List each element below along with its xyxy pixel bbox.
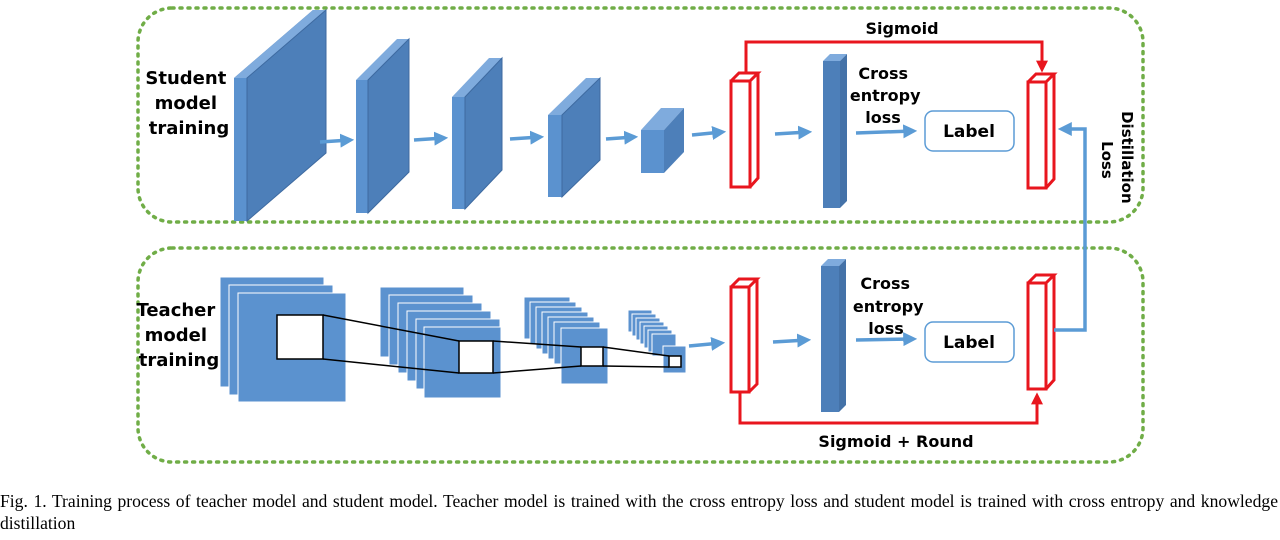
student-output-vector — [729, 71, 762, 189]
teacher-label-text: Label — [943, 333, 995, 353]
teacher-rounded-vector — [1026, 273, 1058, 391]
student-label-text: Label — [943, 122, 995, 142]
teacher-label-box — [924, 321, 1015, 363]
student-sigmoid-label: Sigmoid — [865, 19, 938, 38]
teacher-sigmoid-round-path — [738, 392, 1043, 425]
teacher-fc-vector — [821, 259, 846, 412]
teacher-cross-entropy-label: Cross entropy loss — [853, 274, 929, 338]
student-distilled-vector — [1026, 72, 1058, 190]
teacher-conv-layers — [219, 276, 687, 403]
teacher-flow-arrows — [688, 332, 918, 351]
figure-caption: Fig. 1. Training process of teacher mode… — [0, 491, 1278, 533]
student-layer-5 — [641, 108, 684, 173]
student-label-box — [924, 110, 1015, 152]
teacher-layer-3 — [523, 296, 609, 385]
student-group-border — [136, 6, 1145, 224]
student-flow-arrows — [319, 124, 918, 148]
student-cross-entropy-label: Cross entropy loss — [850, 64, 926, 127]
teacher-group-label: Teacher model training — [136, 300, 221, 371]
teacher-group-border — [136, 246, 1145, 464]
student-conv-layers — [234, 8, 684, 223]
student-layer-1 — [234, 8, 327, 223]
teacher-sigmoid-round-label: Sigmoid + Round — [818, 432, 973, 451]
student-layer-2 — [356, 37, 410, 215]
training-diagram: Student model training Teacher model tra… — [136, 6, 1145, 464]
teacher-receptive-fields — [276, 314, 682, 374]
student-sigmoid-path — [744, 40, 1048, 73]
student-layer-3 — [452, 56, 503, 211]
teacher-output-vector — [729, 277, 761, 394]
student-group-label: Student model training — [145, 68, 232, 139]
student-fc-vector — [823, 54, 847, 208]
distillation-loss-path — [1054, 122, 1087, 332]
distillation-loss-label: Distillation Loss — [1098, 111, 1136, 209]
student-layer-4 — [548, 76, 601, 199]
